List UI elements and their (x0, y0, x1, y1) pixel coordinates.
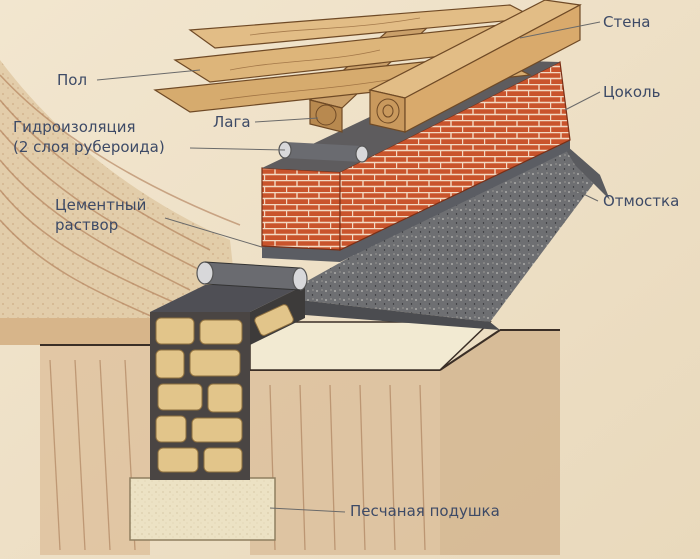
label-blind-area: Отмостка (603, 192, 680, 210)
label-wall: Стена (603, 13, 651, 31)
leader-lines (96, 21, 601, 513)
stone-foundation (150, 285, 305, 480)
lower-waterproofing-roll (196, 261, 308, 291)
ground-line (0, 318, 560, 371)
label-mortar-line2: раствор (55, 216, 119, 234)
soil-section (40, 330, 560, 555)
label-joist: Лага (213, 113, 251, 131)
upper-waterproofing-roll (278, 141, 369, 163)
label-mortar-line1: Цементный (55, 196, 147, 214)
blind-area (300, 140, 610, 330)
mortar-layer (262, 140, 570, 262)
sand-cushion (129, 477, 276, 541)
label-waterproofing-line1: Гидроизоляция (13, 118, 136, 136)
soil-hatching (0, 60, 241, 330)
wall-beam (368, 0, 582, 133)
label-floor: Пол (57, 71, 88, 89)
label-waterproofing-line2: (2 слоя рубероида) (13, 138, 165, 156)
label-plinth: Цоколь (603, 83, 661, 101)
label-sand-cushion: Песчаная подушка (350, 502, 500, 520)
